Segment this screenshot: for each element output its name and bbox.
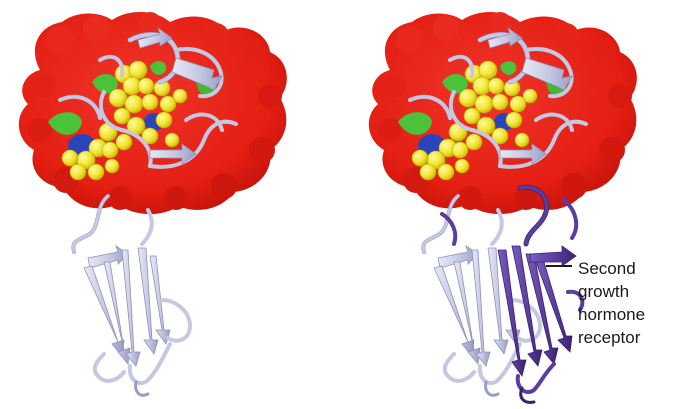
callout-label: Second growth hormone receptor (578, 257, 674, 349)
panel-two-receptors (369, 12, 637, 404)
callout-line-3: hormone (578, 305, 646, 324)
callout-line-1: Second (578, 259, 636, 278)
callout-line-4: receptor (578, 328, 641, 347)
callout-line-2: growth (578, 282, 630, 301)
second-receptor-ribbon (440, 184, 585, 404)
